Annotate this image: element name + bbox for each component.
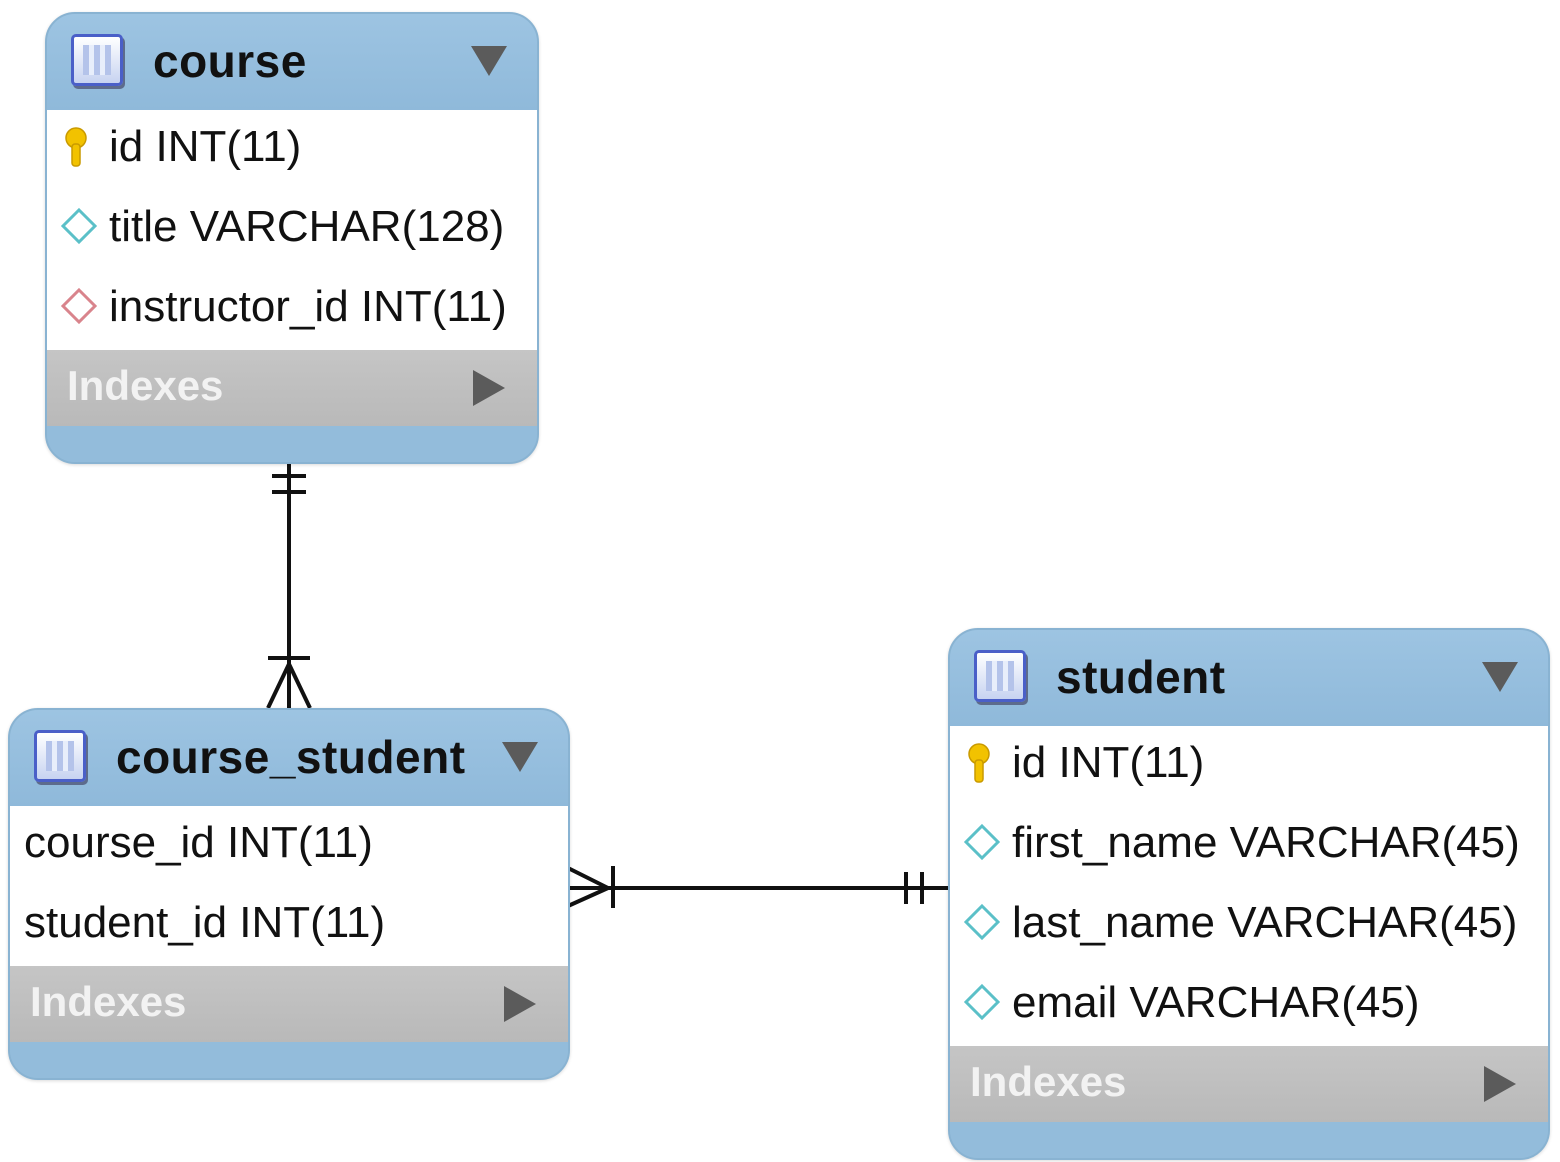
column-list: id INT(11) title VARCHAR(128) instructor… xyxy=(47,110,537,350)
column-row[interactable]: email VARCHAR(45) xyxy=(950,966,1548,1046)
column-row[interactable]: title VARCHAR(128) xyxy=(47,190,537,270)
table-course-student[interactable]: course_student course_id INT(11) student… xyxy=(8,708,570,1080)
column-row[interactable]: last_name VARCHAR(45) xyxy=(950,886,1548,966)
table-header[interactable]: student xyxy=(950,630,1548,726)
column-row[interactable]: first_name VARCHAR(45) xyxy=(950,806,1548,886)
table-title: student xyxy=(1056,651,1226,703)
table-footer xyxy=(950,1122,1548,1158)
column-row[interactable]: student_id INT(11) xyxy=(10,886,568,966)
column-diamond-icon xyxy=(964,983,1001,1021)
column-label: instructor_id INT(11) xyxy=(109,282,507,331)
column-diamond-icon xyxy=(964,823,1001,861)
indexes-label: Indexes xyxy=(30,978,187,1025)
course-student-crowfoot-bottom xyxy=(567,886,609,908)
table-student[interactable]: student id INT(11) first_name VARCHAR(45… xyxy=(948,628,1550,1160)
table-icon xyxy=(71,34,123,86)
table-footer xyxy=(10,1042,568,1078)
collapse-triangle-icon[interactable] xyxy=(502,742,538,772)
indexes-label: Indexes xyxy=(67,362,224,409)
column-row[interactable]: id INT(11) xyxy=(47,110,537,190)
column-label: last_name VARCHAR(45) xyxy=(1012,898,1518,947)
primary-key-icon xyxy=(968,743,990,783)
column-diamond-icon xyxy=(61,207,98,245)
collapse-triangle-icon[interactable] xyxy=(471,46,507,76)
column-list: id INT(11) first_name VARCHAR(45) last_n… xyxy=(950,726,1548,1046)
expand-triangle-icon[interactable] xyxy=(1484,1066,1516,1102)
table-title: course_student xyxy=(116,731,466,783)
column-label: email VARCHAR(45) xyxy=(1012,978,1420,1027)
column-row[interactable]: id INT(11) xyxy=(950,726,1548,806)
table-header[interactable]: course_student xyxy=(10,710,568,806)
indexes-section[interactable]: Indexes xyxy=(10,966,568,1042)
column-row[interactable]: course_id INT(11) xyxy=(10,806,568,886)
course-student-crowfoot-left xyxy=(266,663,291,709)
course-student-crowfoot-top xyxy=(567,866,609,890)
indexes-label: Indexes xyxy=(970,1058,1127,1105)
foreign-key-diamond-icon xyxy=(61,287,98,325)
table-icon xyxy=(974,650,1026,702)
column-label: title VARCHAR(128) xyxy=(109,202,505,251)
column-label: id INT(11) xyxy=(109,122,302,171)
column-label: course_id INT(11) xyxy=(24,818,373,867)
table-course[interactable]: course id INT(11) title VARCHAR(128) ins… xyxy=(45,12,539,464)
table-title: course xyxy=(153,35,307,87)
table-icon xyxy=(34,730,86,782)
column-list: course_id INT(11) student_id INT(11) xyxy=(10,806,568,966)
indexes-section[interactable]: Indexes xyxy=(950,1046,1548,1122)
expand-triangle-icon[interactable] xyxy=(504,986,536,1022)
column-label: first_name VARCHAR(45) xyxy=(1012,818,1520,867)
column-label: id INT(11) xyxy=(1012,738,1205,787)
column-diamond-icon xyxy=(964,903,1001,941)
primary-key-icon xyxy=(65,127,87,167)
course-student-crowfoot-right xyxy=(287,663,312,709)
table-header[interactable]: course xyxy=(47,14,537,110)
table-footer xyxy=(47,426,537,462)
column-label: student_id INT(11) xyxy=(24,898,386,947)
indexes-section[interactable]: Indexes xyxy=(47,350,537,426)
column-row[interactable]: instructor_id INT(11) xyxy=(47,270,537,350)
collapse-triangle-icon[interactable] xyxy=(1482,662,1518,692)
expand-triangle-icon[interactable] xyxy=(473,370,505,406)
